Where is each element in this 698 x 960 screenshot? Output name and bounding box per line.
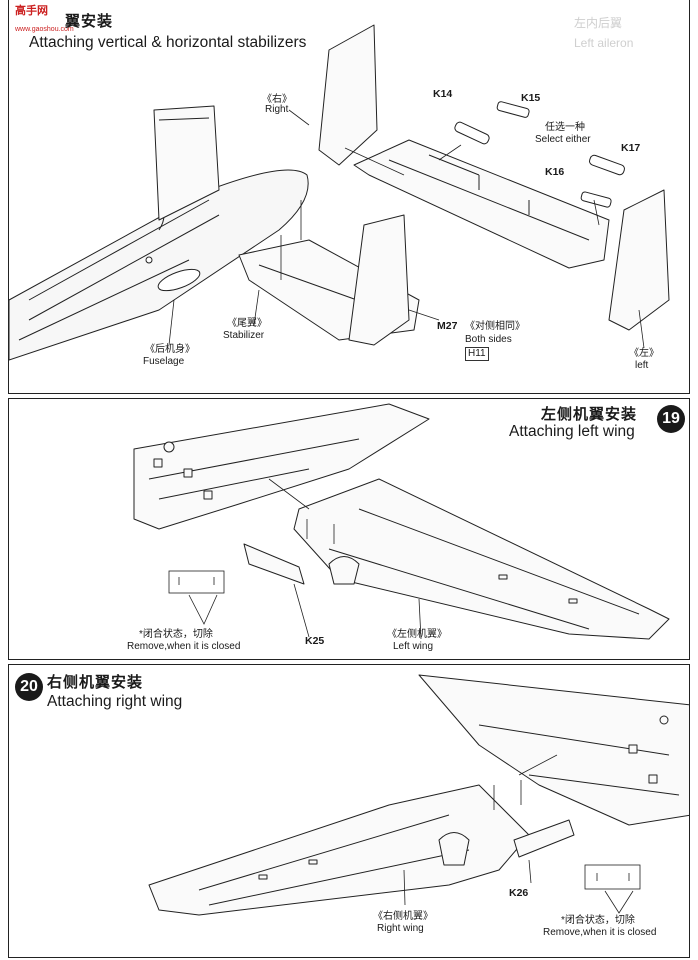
ghost-text-2: Left aileron: [574, 36, 634, 50]
step-20-drawing: [148, 674, 689, 916]
part-k14: K14: [433, 88, 453, 100]
right-label-en: Right: [265, 104, 289, 115]
remove-note-19-en: Remove,when it is closed: [127, 641, 241, 652]
fuselage-label-en: Fuselage: [143, 356, 185, 367]
ghost-text-1: 左内后翼: [574, 16, 623, 30]
step-20-title-en: Attaching right wing: [47, 693, 183, 710]
right-wing-label-cn: 《右侧机翼》: [373, 911, 433, 922]
both-sides-en: Both sides: [465, 334, 512, 345]
step-20-badge: 20: [15, 673, 43, 701]
step-18-title-cn: 翼安装: [65, 13, 114, 30]
remove-note-20-cn: *闭合状态，切除: [561, 915, 635, 926]
right-label-cn: 《右》: [262, 94, 292, 105]
right-wing-label-en: Right wing: [377, 923, 424, 934]
step-20-panel: 20 右侧机翼安装 Attaching right wing: [8, 664, 690, 958]
part-k26: K26: [509, 887, 529, 899]
both-sides-cn: 《对侧相同》: [465, 321, 525, 332]
part-k15: K15: [521, 92, 541, 104]
step-19-drawing: [133, 403, 670, 640]
step-19-badge: 19: [657, 405, 685, 433]
left-wing-label-en: Left wing: [393, 641, 434, 652]
watermark-brand: 高手网: [15, 5, 48, 17]
stabilizer-label-cn: 《尾翼》: [227, 318, 267, 329]
step-19-title-cn: 左侧机翼安装: [541, 406, 638, 423]
remove-note-19-cn: *闭合状态，切除: [139, 629, 213, 640]
part-k16: K16: [545, 166, 565, 178]
part-k25: K25: [305, 635, 325, 647]
remove-note-20-en: Remove,when it is closed: [543, 927, 657, 938]
watermark-url: www.gaoshou.com: [15, 26, 74, 33]
fuselage-label-cn: 《后机身》: [145, 344, 195, 355]
part-k17: K17: [621, 142, 641, 154]
stabilizer-label-en: Stabilizer: [223, 330, 265, 341]
part-h11: H11: [465, 347, 489, 361]
step-18-drawing: [9, 24, 670, 361]
step-18-panel: 高手网 www.gaoshou.com 翼安装 Attaching vertic…: [8, 0, 690, 394]
left-label-en: left: [635, 360, 649, 371]
select-either-cn: 任选一种: [545, 122, 585, 133]
left-label-cn: 《左》: [629, 348, 659, 359]
step-20-title-cn: 右侧机翼安装: [47, 674, 144, 691]
select-either-en: Select either: [535, 134, 591, 145]
part-m27: M27: [437, 320, 458, 332]
step-19-panel: 左侧机翼安装 Attaching left wing 19: [8, 398, 690, 660]
step-19-title-en: Attaching left wing: [509, 423, 635, 440]
step-18-title-en: Attaching vertical & horizontal stabiliz…: [29, 34, 307, 51]
left-wing-label-cn: 《左侧机翼》: [387, 629, 447, 640]
